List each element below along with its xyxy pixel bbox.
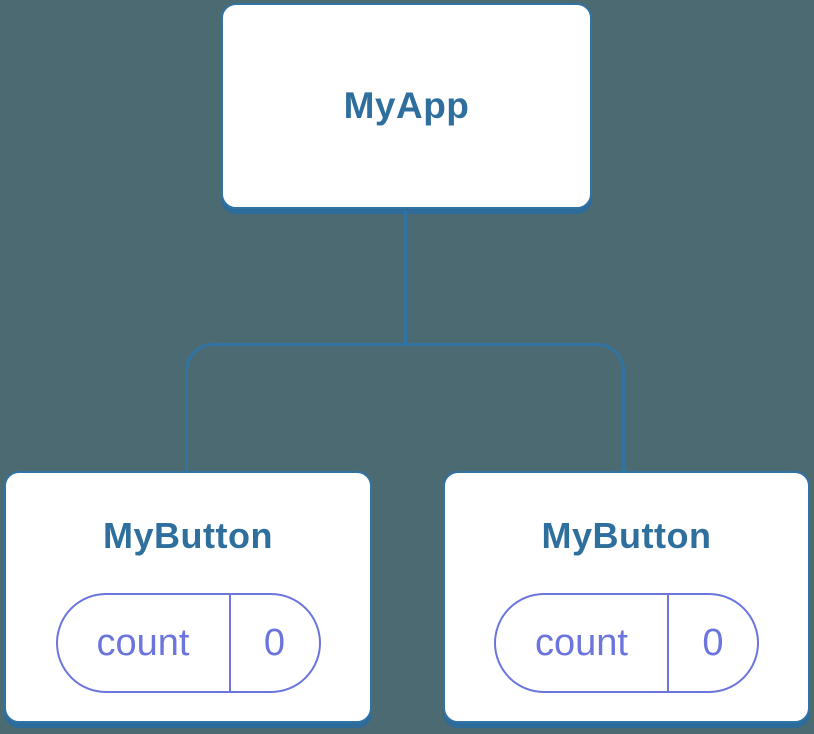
state-key: count bbox=[58, 595, 231, 691]
tree-branch-bracket bbox=[185, 343, 625, 473]
state-value: 0 bbox=[263, 621, 286, 664]
state-key: count bbox=[496, 595, 669, 691]
state-value: 0 bbox=[702, 621, 724, 664]
state-pill: count 0 bbox=[55, 593, 321, 693]
child-node-right: MyButton count 0 bbox=[443, 471, 810, 723]
root-node-label: MyApp bbox=[343, 85, 470, 126]
state-pill: count 0 bbox=[494, 593, 759, 693]
child-node-left: MyButton count 0 bbox=[4, 471, 372, 723]
child-node-label: MyButton bbox=[541, 515, 712, 556]
child-node-label: MyButton bbox=[103, 515, 273, 556]
root-node: MyApp bbox=[221, 3, 592, 209]
tree-stem-connector bbox=[404, 211, 407, 344]
